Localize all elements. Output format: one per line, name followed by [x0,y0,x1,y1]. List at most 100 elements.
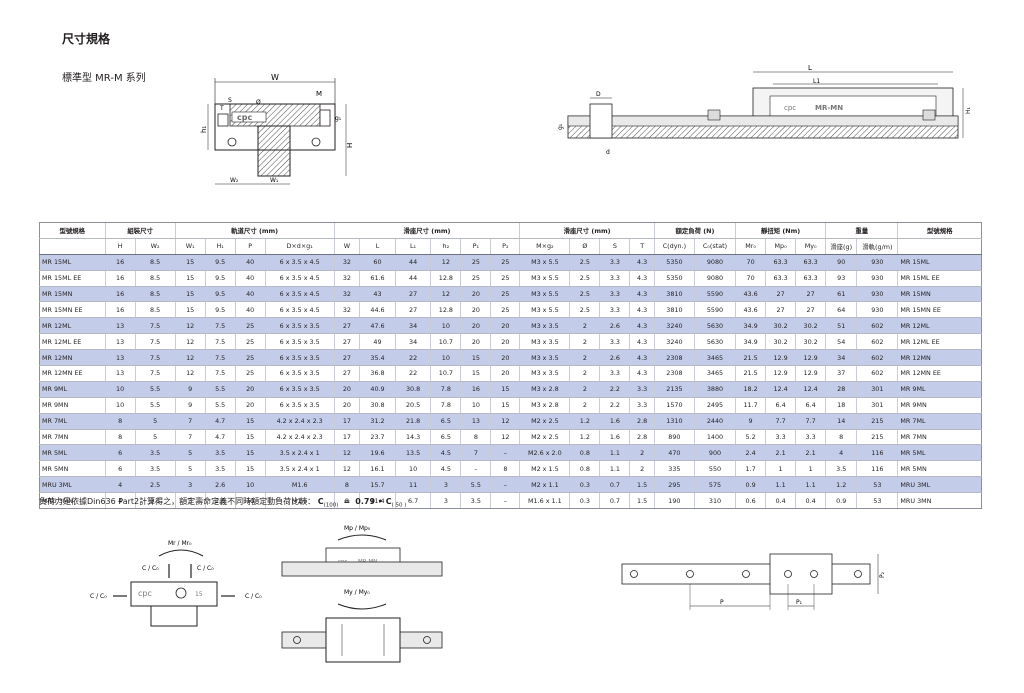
label-c-top-left: C / C₀ [142,565,159,572]
note-c100: C [317,497,324,506]
table-cell: 70 [735,254,766,271]
table-cell: 20 [490,349,520,367]
table-cell: 190 [653,492,695,510]
table-cell: 2.6 [204,492,236,510]
table-cell: 13.5 [394,444,431,462]
table-cell: 21.5 [735,365,766,382]
table-cell: 6 [104,460,136,478]
table-cell: 1.1 [765,476,796,494]
table-cell: 11.7 [735,397,766,414]
table-cell: 2 [629,460,655,478]
dim-P2: P₂ [879,571,886,578]
table-cell: MR 9ML [39,381,106,398]
group-weight: 重量 [825,222,898,239]
table-cell: MR 7MN [897,429,982,446]
table-cell: 7.5 [204,317,236,335]
table-cell: MR 5MN [39,460,106,478]
table-cell: 20 [460,286,491,303]
table-cell: 32 [333,254,360,271]
table-cell: 1 [795,460,826,478]
table-cell: 40 [234,270,266,287]
table-cell: MR 15MN [39,286,106,303]
table-cell: 18 [825,397,857,414]
table-cell: 0.9 [825,492,857,510]
table-cell: 5630 [693,317,736,335]
table-cell: 30.8 [394,381,431,398]
table-cell: 2.2 [599,397,630,414]
table-cell: M2 x 1.1 [519,476,570,494]
table-cell: 43.6 [735,286,766,303]
table-cell: 7.7 [765,413,796,430]
table-cell: 2 [569,381,600,398]
table-cell: 7 [174,429,206,446]
table-cell: 32 [333,270,360,287]
table-cell: 3.3 [599,286,630,303]
table-cell: 5.5 [204,397,236,414]
table-cell: 602 [856,333,898,351]
table-cell: 9 [174,397,206,414]
load-direction-diagram: Mr / Mr₀ C / C₀ C / C₀ C / C₀ C / C₀ cpc… [90,540,262,627]
table-cell: 1.2 [569,429,600,446]
table-cell: 27 [765,286,796,303]
table-cell: 0.7 [599,492,630,510]
table-cell: 12.9 [765,365,796,382]
table-cell: 25 [490,286,520,303]
table-cell: 7 [460,444,491,462]
table-cell: 63.3 [795,270,826,287]
column-header: C₀(stat) [693,238,736,255]
table-cell: 2.5 [569,254,600,271]
table-cell: 6.4 [765,397,796,414]
group-block-2: 滑座尺寸 (mm) [519,222,655,239]
table-cell: 12 [174,349,206,367]
column-header: h₂ [430,238,461,255]
table-cell: 10 [234,476,266,494]
table-cell: 16 [104,301,136,319]
table-cell: 7.5 [204,349,236,367]
table-cell: 1310 [653,413,695,430]
table-cell: 7.5 [134,365,176,382]
table-cell: 1.5 [629,492,655,510]
table-cell: 6 x 3.5 x 3.5 [264,317,335,335]
table-cell: 575 [693,476,736,494]
table-cell: 15 [234,429,266,446]
dim-H: H [346,143,354,148]
table-cell: 215 [856,413,898,430]
table-cell: MR 7ML [897,413,982,430]
table-cell: 10 [234,492,266,510]
table-cell: 3240 [653,317,695,335]
table-cell: 2.5 [569,286,600,303]
column-header [39,238,106,255]
table-cell: 64 [825,301,857,319]
table-cell: M2 x 2.5 [519,413,570,430]
table-cell: 3465 [693,349,736,367]
table-cell: MR 12MN EE [39,365,106,382]
table-cell: 602 [856,317,898,335]
table-cell: 15 [490,397,520,414]
table-cell: 1 [765,460,796,478]
table-cell: 34.9 [735,317,766,335]
table-cell: 30.2 [795,317,826,335]
table-cell: 15 [234,460,266,478]
table-cell: 32 [333,301,360,319]
table-cell: 2 [569,365,600,382]
table-cell: 10 [104,381,136,398]
table-cell: 11.4 [359,492,396,510]
table-cell: 34 [825,349,857,367]
table-group-header: 型號規格 組裝尺寸 軌道尺寸 (mm) 滑座尺寸 (mm) 滑座尺寸 (mm) … [39,222,982,239]
table-cell: MR 12MN EE [897,365,982,382]
table-cell: 9.5 [204,254,236,271]
table-cell: 2308 [653,365,695,382]
table-cell: 13 [104,317,136,335]
table-cell: 2.5 [134,492,176,510]
note-sub50: ( 50 ) [391,502,407,509]
column-header: P₂ [490,238,520,255]
table-cell: 17 [333,429,360,446]
table-cell: M1.6 [264,492,335,510]
table-cell: 2.8 [629,429,655,446]
table-cell: 9 [735,413,766,430]
table-cell: 13 [460,413,491,430]
table-cell: 18.2 [735,381,766,398]
table-cell: 20 [460,333,491,351]
table-cell: 25 [490,270,520,287]
